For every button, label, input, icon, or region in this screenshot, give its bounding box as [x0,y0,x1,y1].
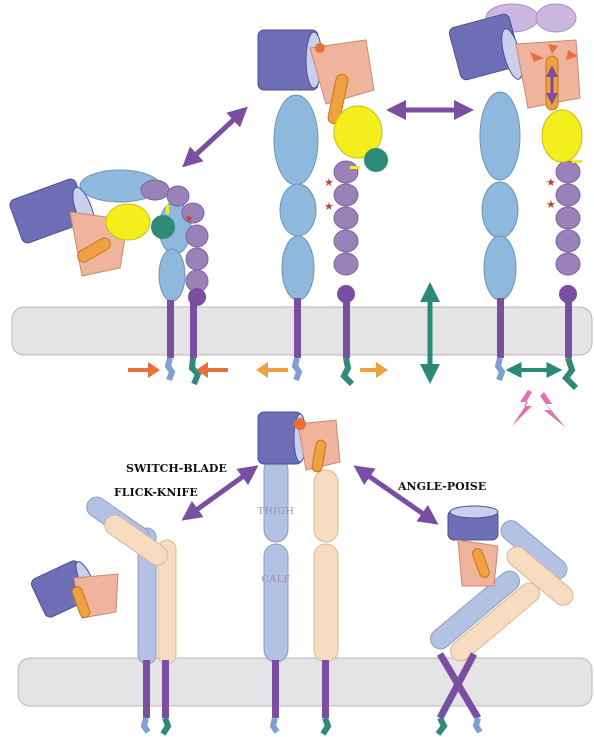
alpha-tail [273,718,277,732]
beta-tail [163,718,168,734]
alpha-thigh [264,458,288,542]
alpha-tail [168,358,172,380]
beta-leg-domain [556,230,580,252]
beta-transmembrane [162,660,169,718]
lightning-bolt [540,392,566,428]
beta-transmembrane [343,298,350,358]
orange-arrow-left [256,362,288,378]
beta-leg-domain [556,253,580,275]
alpha-leg-domain [280,184,316,236]
beta-leg-domain [186,225,208,247]
alpha-leg-domain [159,249,185,301]
alpha-leg-domain [484,236,516,300]
alpha-tail [144,718,148,732]
i-domain [106,204,150,240]
orange-arrow-right [360,362,388,378]
beta-leg-domain [334,253,358,275]
beta-leg-domain [556,207,580,229]
orange-arrow-left [128,362,160,378]
beta-leg-domain [167,186,189,206]
alpha-transmembrane [167,300,174,358]
flick-knife-label: FLICK-KNIFE [114,486,198,499]
teal-domain [364,148,388,172]
ligand [536,4,576,32]
beta-transmembrane [190,300,197,358]
disulfide-star: ★ [324,177,334,189]
thigh-label: THIGH [258,506,295,517]
beta-propeller [448,506,498,540]
beta-calf [314,544,338,662]
beta-leg-domain [141,180,169,200]
alpha-tail [498,358,502,380]
beta-leg-domain [334,184,358,206]
beta-leg-domain [556,161,580,183]
alpha-leg-domain [480,92,520,180]
beta-tail [192,358,198,384]
beta-tail [323,718,328,734]
alpha-leg-domain [282,236,314,300]
lightning-bolt [512,390,532,426]
beta-leg-domain [334,207,358,229]
beta-tail [566,358,576,388]
alpha-transmembrane [272,660,279,718]
beta-leg-domain [186,248,208,270]
beta-tail [344,358,352,384]
transition-arrow [360,470,432,520]
angle-poise-label: ANGLE-POISE [397,480,486,493]
alpha-calf [264,544,288,662]
beta-thigh [314,470,338,542]
alpha-tail [476,718,480,732]
disulfide-star: ★ [324,201,334,213]
i-domain [542,110,582,162]
disulfide-star: ★ [546,199,556,211]
beta-transmembrane [322,660,329,718]
alpha-leg-domain [274,95,318,185]
disulfide-star: ★ [184,213,194,225]
switch-blade-label: SWITCH-BLADE [126,462,227,475]
extended-integrin-open: ★ ★ [448,4,582,428]
membrane-bottom [18,658,592,706]
beta-leg-domain [334,230,358,252]
orange-arrow-right [196,362,228,378]
alpha-transmembrane [294,298,301,358]
teal-domain [151,215,175,239]
alpha-leg-domain [482,182,518,238]
alpha-tail [295,358,299,380]
alpha-transmembrane [143,660,150,718]
calf-label: CALF [261,574,290,585]
membrane-top [12,307,592,355]
transition-arrow [188,112,242,162]
beta-propeller [258,30,322,90]
beta-leg-domain [556,184,580,206]
beta-upper [101,511,171,569]
beta-transmembrane [565,298,572,358]
alpha-transmembrane [497,298,504,358]
disulfide-star: ★ [546,177,556,189]
beta-tail [438,718,444,734]
beta-leg-domain [334,161,358,183]
